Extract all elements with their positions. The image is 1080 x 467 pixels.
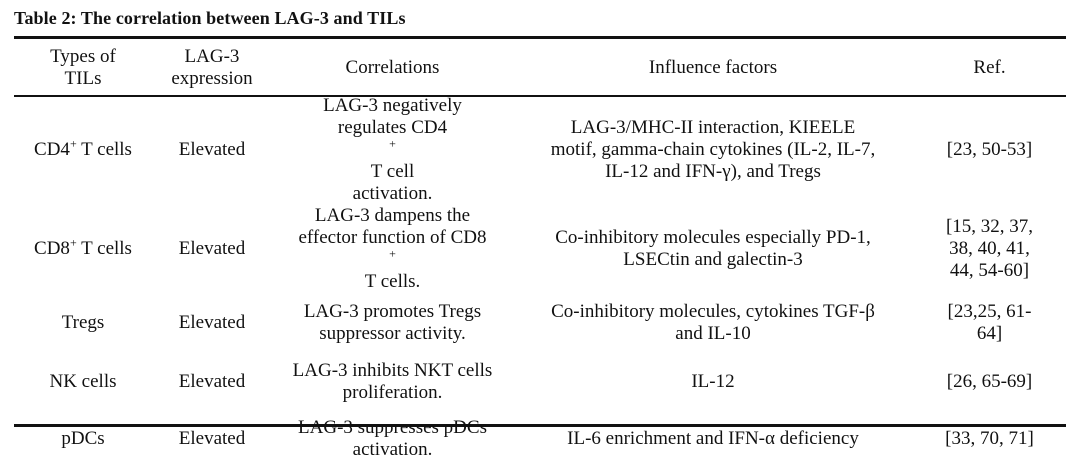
header-influence-factors: Influence factors [648, 56, 778, 78]
table-row: CD4+ T cells Elevated LAG-3 negatively r… [14, 95, 1066, 205]
header-row: Types of TILs LAG-3 expression Correlati… [14, 40, 1066, 95]
cell-til-type: Tregs [61, 312, 105, 333]
cell-ref: [23,25, 61- 64] [947, 301, 1032, 344]
cell-ref: [33, 70, 71] [945, 428, 1034, 449]
cell-influence-factors: Co-inhibitory molecules, cytokines TGF-β… [551, 301, 875, 344]
cell-correlation: LAG-3 suppresses pDCs activation. [298, 417, 487, 460]
cell-correlation: LAG-3 inhibits NKT cells proliferation. [292, 360, 493, 403]
cell-correlation: LAG-3 promotes Tregs suppressor activity… [303, 301, 482, 344]
cell-ref: [26, 65-69] [946, 371, 1033, 392]
header-line: LAG-3 [184, 45, 240, 67]
cell-til-type: CD8+ T cells [34, 235, 132, 259]
correlation-table: Types of TILs LAG-3 expression Correlati… [14, 40, 1066, 467]
bottom-rule [14, 424, 1066, 427]
header-ref: Ref. [973, 56, 1006, 78]
cell-influence-factors: Co-inhibitory molecules especially PD-1,… [555, 227, 871, 270]
cell-correlation: LAG-3 dampens the effector function of C… [298, 205, 487, 292]
cell-ref: [23, 50-53] [946, 139, 1033, 160]
table-body: CD4+ T cells Elevated LAG-3 negatively r… [14, 95, 1066, 467]
header-line: Types of [50, 45, 116, 67]
cell-influence-factors: IL-12 [691, 371, 735, 392]
cell-ref: [15, 32, 37, 38, 40, 41, 44, 54-60] [945, 216, 1034, 281]
header-lag3-expression: LAG-3 expression [152, 40, 272, 95]
header-correlations: Correlations [345, 56, 440, 78]
cell-til-type: CD4+ T cells [34, 136, 132, 160]
header-types-of-tils: Types of TILs [14, 40, 152, 95]
cell-expression: Elevated [178, 371, 246, 392]
cell-expression: Elevated [178, 428, 246, 449]
table-caption: Table 2: The correlation between LAG-3 a… [14, 8, 406, 28]
cell-correlation: LAG-3 negatively regulates CD4+ T cell a… [323, 95, 462, 204]
header-line: expression [171, 67, 253, 89]
table-row: Tregs Elevated LAG-3 promotes Tregs supp… [14, 293, 1066, 353]
cell-expression: Elevated [178, 312, 246, 333]
table-row: CD8+ T cells Elevated LAG-3 dampens the … [14, 205, 1066, 293]
cell-til-type: pDCs [61, 428, 105, 449]
table-row: pDCs Elevated LAG-3 suppresses pDCs acti… [14, 411, 1066, 467]
cell-til-type: NK cells [49, 371, 117, 392]
table-header: Types of TILs LAG-3 expression Correlati… [14, 40, 1066, 95]
header-line: TILs [64, 67, 102, 89]
cell-influence-factors: IL-6 enrichment and IFN-α deficiency [567, 428, 859, 449]
top-rule [14, 36, 1066, 39]
cell-expression: Elevated [178, 139, 246, 160]
cell-expression: Elevated [178, 238, 246, 259]
cell-influence-factors: LAG-3/MHC-II interaction, KIEELE motif, … [550, 117, 876, 182]
table-row: NK cells Elevated LAG-3 inhibits NKT cel… [14, 353, 1066, 411]
header-rule [14, 95, 1066, 97]
